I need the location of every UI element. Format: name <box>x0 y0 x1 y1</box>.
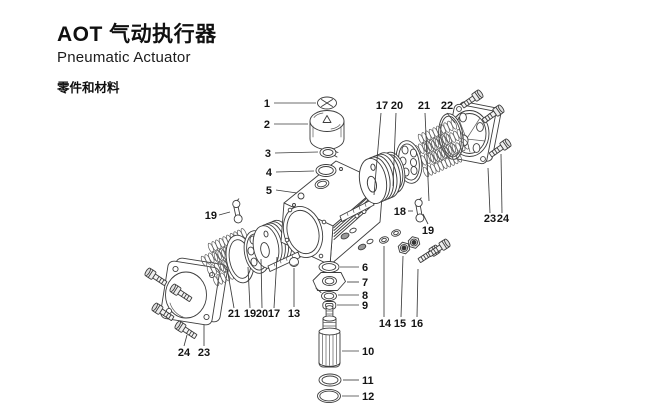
part-19-stopper-left <box>229 198 245 225</box>
leader-line-17 <box>373 112 382 196</box>
page-title: AOT 气动执行器 <box>57 23 217 46</box>
part-label-19: 19 <box>205 210 217 222</box>
part-label-8: 8 <box>362 290 368 302</box>
leader-line-24 <box>183 334 188 347</box>
leader-line-3 <box>274 151 319 154</box>
part-6-oring <box>318 261 340 273</box>
part-label-21: 21 <box>228 308 240 320</box>
part-label-2: 2 <box>264 119 270 131</box>
leader-line-19 <box>218 211 231 216</box>
part-4-oring-top <box>315 164 337 177</box>
part-label-7: 7 <box>362 277 368 289</box>
part-14-washers <box>378 228 402 245</box>
section-label: 零件和材料 <box>57 81 120 95</box>
leader-line-21 <box>424 112 430 202</box>
part-7-indicator-bracket <box>312 272 346 293</box>
part-15-nuts <box>397 236 421 255</box>
part-3-circlip <box>319 147 339 158</box>
part-label-11: 11 <box>362 375 374 387</box>
part-label-6: 6 <box>362 262 368 274</box>
drawing-layer <box>143 88 513 404</box>
part-label-19: 19 <box>244 308 256 320</box>
part-8-washer <box>321 290 337 302</box>
part-label-17: 17 <box>268 308 280 320</box>
part-label-22: 22 <box>441 100 453 112</box>
part-11-washer-bottom <box>318 373 342 387</box>
part-label-17: 17 <box>376 100 388 112</box>
leader-line-19 <box>422 213 429 225</box>
part-label-20: 20 <box>256 308 268 320</box>
part-label-24: 24 <box>497 213 510 225</box>
part-label-13: 13 <box>288 308 300 320</box>
leader-line-19 <box>247 266 251 309</box>
part-2-adjuster-knob <box>309 110 345 150</box>
part-label-10: 10 <box>362 346 374 358</box>
part-label-19: 19 <box>422 225 434 237</box>
leader-line-23 <box>487 167 491 214</box>
part-label-20: 20 <box>391 100 403 112</box>
part-label-18: 18 <box>394 206 406 218</box>
part-label-24: 24 <box>178 347 191 359</box>
leader-line-22 <box>446 112 456 124</box>
part-12-oring-bottom <box>317 388 341 404</box>
leader-line-15 <box>400 255 404 318</box>
part-label-14: 14 <box>379 318 392 330</box>
part-label-3: 3 <box>265 148 271 160</box>
document-header: AOT 气动执行器 Pneumatic Actuator 零件和材料 <box>57 18 217 96</box>
part-16-bolts <box>416 237 452 265</box>
part-label-4: 4 <box>266 167 273 179</box>
leader-line-5 <box>275 189 298 194</box>
leader-line-17 <box>273 256 278 309</box>
leader-line-24 <box>500 153 503 214</box>
page-subtitle: Pneumatic Actuator <box>57 49 191 66</box>
right-piston-rack <box>339 199 375 222</box>
part-label-12: 12 <box>362 391 374 403</box>
leader-line-20 <box>260 258 263 309</box>
part-label-21: 21 <box>418 100 430 112</box>
part-label-5: 5 <box>266 185 272 197</box>
part-13-plug <box>289 257 299 267</box>
part-label-23: 23 <box>484 213 496 225</box>
part-label-9: 9 <box>362 300 368 312</box>
part-1-cap <box>317 96 337 110</box>
leader-line-21 <box>226 267 235 309</box>
part-label-15: 15 <box>394 318 406 330</box>
leader-line-4 <box>275 170 315 173</box>
part-18-stopper-right <box>412 197 426 224</box>
left-piston-rack <box>267 251 301 272</box>
leader-line-20 <box>392 112 397 187</box>
part-label-23: 23 <box>198 347 210 359</box>
part-label-1: 1 <box>264 98 270 110</box>
leader-line-16 <box>416 268 419 318</box>
part-label-16: 16 <box>411 318 423 330</box>
part-10-pinion-shaft <box>318 305 341 368</box>
